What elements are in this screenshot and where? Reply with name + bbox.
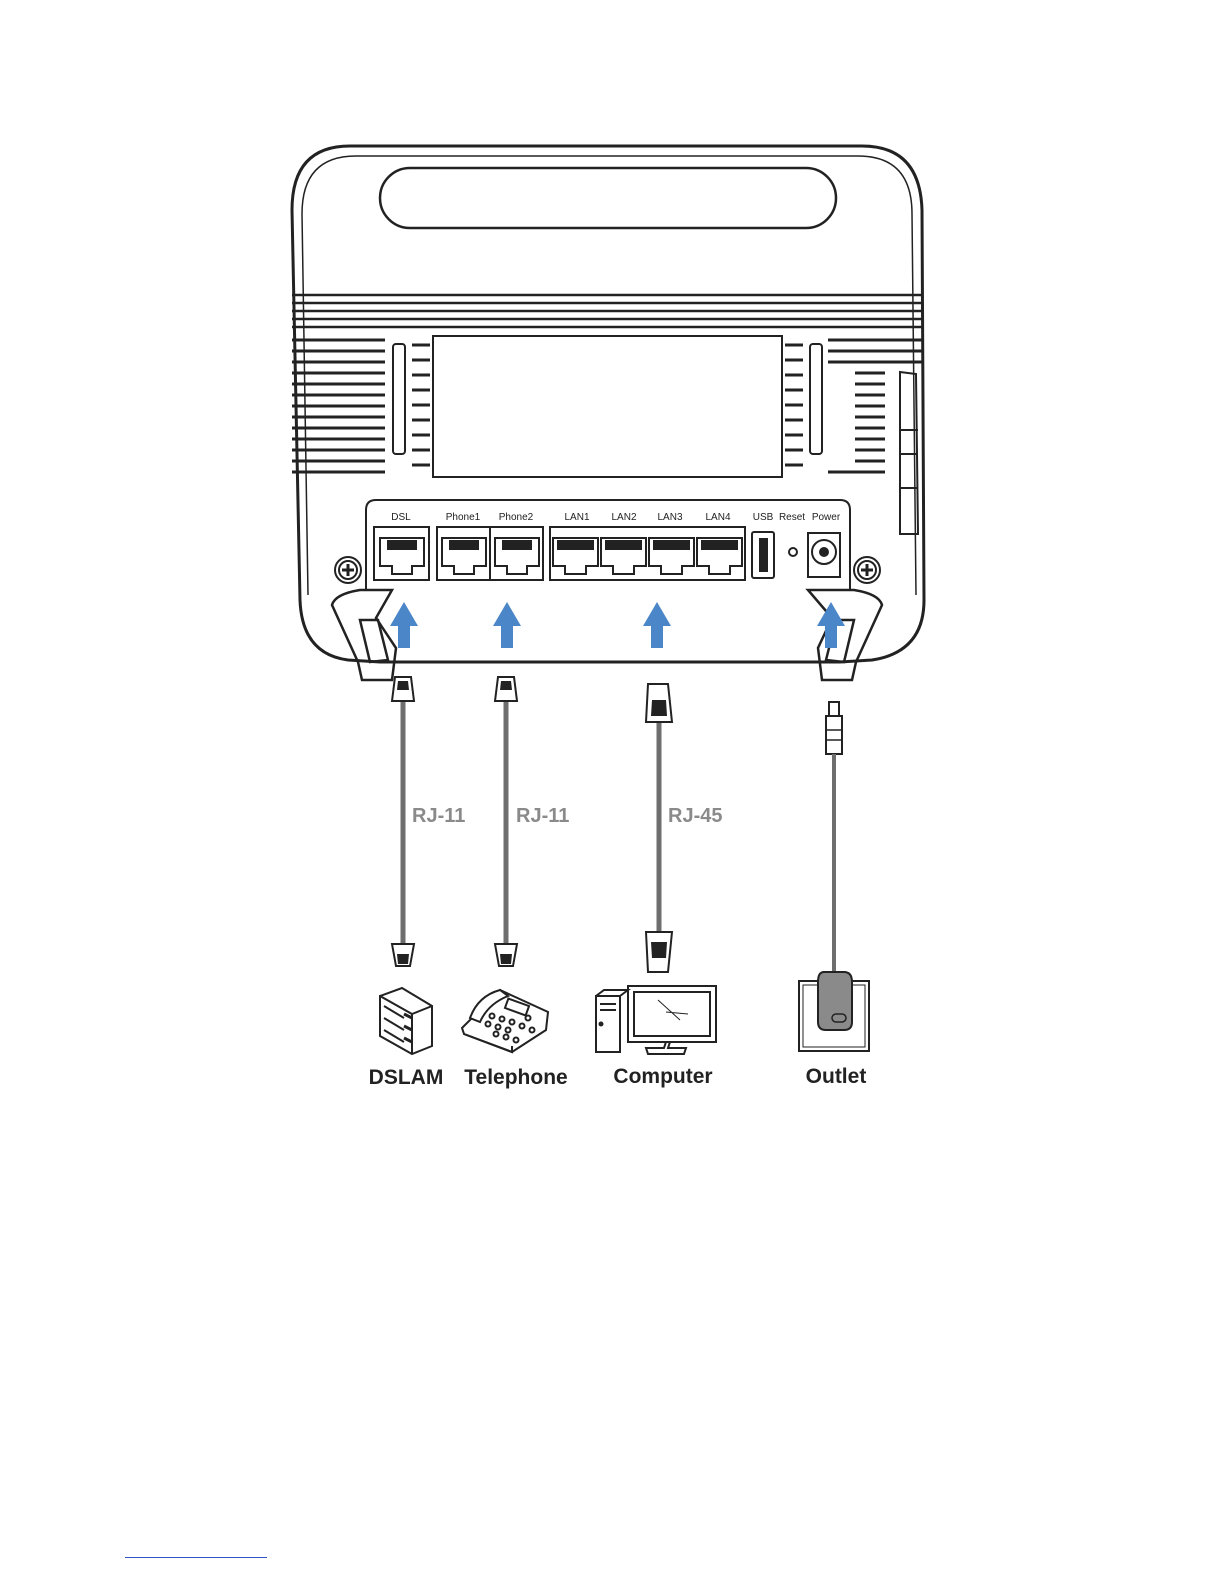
dsl-cable-label: RJ-11 <box>412 805 465 827</box>
router-body <box>292 146 924 662</box>
port-label-phone1: Phone1 <box>446 512 481 523</box>
power-cable <box>826 702 842 972</box>
telephone-label: Telephone <box>464 1066 567 1089</box>
arrow-up-icon <box>643 602 671 648</box>
power-port <box>808 533 840 577</box>
phone-cable <box>495 677 517 966</box>
label-window <box>433 336 782 477</box>
lan-cable <box>646 684 672 972</box>
port-label-power: Power <box>812 512 841 523</box>
dslam-icon <box>380 988 432 1054</box>
usb-port <box>752 532 774 578</box>
port-label-usb: USB <box>753 512 774 523</box>
port-label-phone2: Phone2 <box>499 512 534 523</box>
router-handle <box>380 168 836 228</box>
dsl-cable <box>392 677 414 966</box>
rj-jacks <box>380 538 742 574</box>
left-vent <box>292 340 430 472</box>
telephone-icon <box>462 990 548 1052</box>
port-label-reset: Reset <box>779 512 805 523</box>
right-vent <box>785 340 922 472</box>
outlet-icon <box>799 972 869 1051</box>
right-foot <box>808 590 882 680</box>
dslam-label: DSLAM <box>369 1066 444 1089</box>
arrow-up-icon <box>493 602 521 648</box>
screw-icon <box>335 557 361 583</box>
footer-rule <box>125 1557 267 1558</box>
port-label-lan1: LAN1 <box>564 512 589 523</box>
lan-port-frame <box>550 527 745 580</box>
computer-label: Computer <box>613 1065 712 1088</box>
screw-icon <box>854 557 880 583</box>
port-label-lan3: LAN3 <box>657 512 682 523</box>
reset-button <box>789 548 797 556</box>
computer-icon <box>596 986 716 1054</box>
left-vent-slot <box>393 344 405 454</box>
port-group-boxes <box>374 527 745 580</box>
phone-cable-label: RJ-11 <box>516 805 569 827</box>
port-label-dsl: DSL <box>391 512 411 523</box>
outlet-label: Outlet <box>806 1065 867 1088</box>
port-labels: DSL Phone1 Phone2 LAN1 LAN2 LAN3 LAN4 US… <box>391 512 841 523</box>
right-vent-slot <box>810 344 822 454</box>
port-label-lan2: LAN2 <box>611 512 636 523</box>
port-label-lan4: LAN4 <box>705 512 730 523</box>
arrow-up-icon <box>390 602 418 648</box>
lan-cable-label: RJ-45 <box>668 805 722 827</box>
top-vent <box>292 295 922 327</box>
dsl-port-frame <box>374 527 429 580</box>
left-foot <box>332 590 396 680</box>
